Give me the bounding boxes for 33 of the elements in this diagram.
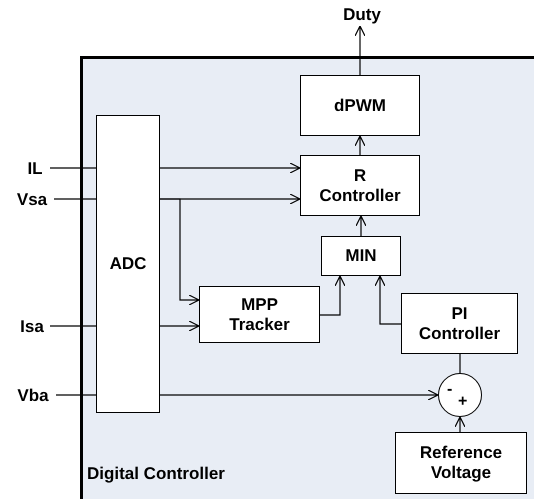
process-block bbox=[300, 75, 420, 136]
signal-label: Vba bbox=[17, 386, 49, 406]
signal-arrow bbox=[160, 198, 200, 306]
process-block bbox=[395, 432, 527, 494]
process-block bbox=[300, 155, 420, 216]
signal-label: IL bbox=[27, 159, 43, 179]
signal-arrow bbox=[160, 162, 301, 174]
block-label: R Controller bbox=[318, 166, 402, 206]
block-label: MPP Tracker bbox=[228, 294, 291, 334]
signal-arrow bbox=[454, 416, 466, 432]
signal-arrow bbox=[160, 320, 200, 332]
process-block bbox=[96, 115, 160, 413]
block-label: MIN bbox=[345, 246, 377, 266]
block-label: ADC bbox=[110, 254, 146, 274]
signal-arrow bbox=[320, 275, 346, 316]
process-block bbox=[199, 286, 320, 343]
block-label: Reference Voltage bbox=[418, 443, 504, 483]
signal-label: Duty bbox=[343, 5, 381, 25]
signal-arrow bbox=[160, 389, 439, 401]
block-label: PI Controller bbox=[418, 304, 502, 344]
signal-arrow bbox=[354, 25, 366, 75]
summing-junction bbox=[438, 373, 482, 417]
signal-label: Vsa bbox=[16, 190, 48, 210]
frame-title: Digital Controller bbox=[87, 464, 225, 484]
process-block bbox=[401, 293, 518, 354]
minus-sign: - bbox=[447, 382, 452, 398]
signal-arrow bbox=[354, 135, 366, 155]
signal-label: Isa bbox=[20, 317, 44, 337]
process-block bbox=[321, 236, 401, 276]
plus-sign: + bbox=[458, 394, 468, 410]
block-label: dPWM bbox=[334, 96, 386, 116]
signal-arrow bbox=[374, 275, 401, 325]
signal-arrow bbox=[355, 215, 367, 236]
